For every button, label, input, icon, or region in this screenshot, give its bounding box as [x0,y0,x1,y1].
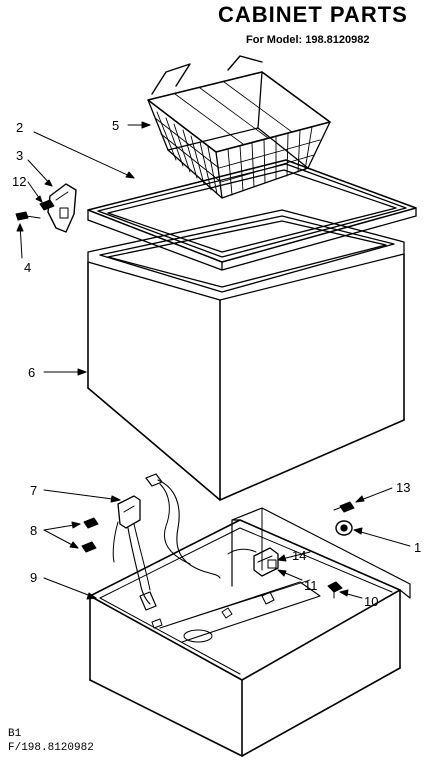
model-number: For Model: 198.8120982 [246,34,370,46]
base-tray [89,507,411,757]
callout-14: 14 [292,548,306,563]
wire-basket [147,55,331,199]
page-title: CABINET PARTS [218,2,408,27]
callout-12: 12 [12,174,26,189]
leader-lines [16,121,411,600]
footer-part-number: F/198.8120982 [8,742,94,754]
gasket-frame [87,159,417,271]
callout-6: 6 [28,365,35,380]
wiring-harness [81,473,221,611]
callout-2: 2 [16,120,23,135]
callout-5: 5 [112,118,119,133]
callout-1: 1 [414,540,421,555]
screw-10 [327,581,343,599]
callout-11: 11 [304,578,318,593]
screw-13 [333,501,355,513]
relay-assembly [227,547,279,577]
callout-labels: 2 3 12 4 5 6 7 8 9 13 1 14 11 10 [12,118,421,609]
callout-4: 4 [24,260,31,275]
footer-code: B1 [8,728,22,740]
cabinet-body [87,209,405,501]
callout-10: 10 [364,594,378,609]
callout-13: 13 [396,480,410,495]
callout-7: 7 [30,483,37,498]
callout-9: 9 [30,570,37,585]
grommet [335,520,353,536]
callout-8: 8 [30,523,37,538]
callout-3: 3 [16,148,23,163]
hinge-assembly [15,183,77,233]
